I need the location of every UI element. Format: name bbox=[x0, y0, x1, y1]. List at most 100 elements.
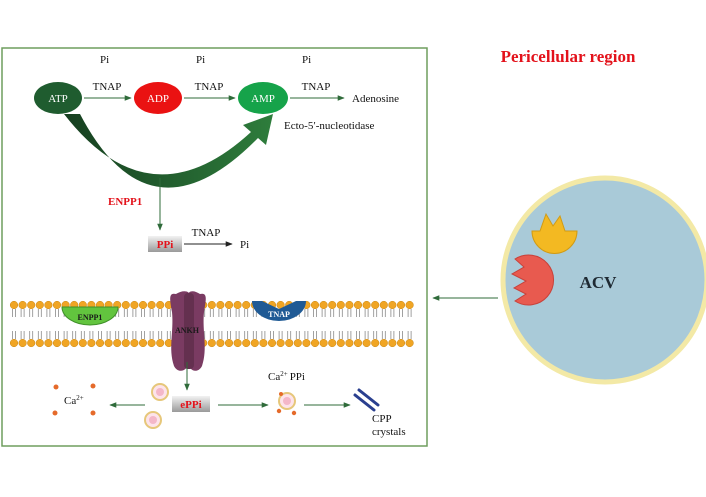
atp-label: ATP bbox=[48, 93, 68, 105]
lipid-head bbox=[405, 338, 414, 348]
eppi-box bbox=[172, 396, 210, 412]
ankh-label: ANKH bbox=[175, 326, 200, 335]
lipid-head bbox=[328, 338, 337, 348]
lipid-head bbox=[216, 338, 225, 348]
lipid-head bbox=[224, 300, 234, 310]
enpp1-protein-label: ENPP1 bbox=[78, 313, 103, 322]
lipid-head bbox=[233, 300, 242, 310]
lipid-head bbox=[336, 338, 345, 348]
pi-label-1: Pi bbox=[100, 54, 109, 66]
cpp-label-line2: crystals bbox=[372, 426, 406, 438]
amp-node bbox=[238, 82, 288, 114]
lipid-head bbox=[224, 338, 234, 348]
pi-label-3: Pi bbox=[302, 54, 311, 66]
tnap-label-2: TNAP bbox=[195, 81, 224, 93]
cpp-crystals-icon bbox=[353, 388, 380, 412]
lipid-head bbox=[388, 300, 397, 310]
atp-node bbox=[34, 82, 82, 114]
lipid-head bbox=[353, 300, 363, 310]
ca-ppi-label: Ca2+PPi bbox=[268, 370, 305, 383]
matrix-vesicles bbox=[144, 383, 169, 429]
enpp1-protein bbox=[61, 306, 119, 326]
lipid-head bbox=[121, 338, 130, 348]
lipid-head bbox=[9, 300, 19, 310]
tnap-label-3: TNAP bbox=[302, 81, 331, 93]
lipid-head bbox=[216, 300, 225, 310]
lipid-head bbox=[345, 300, 354, 310]
lipid-head bbox=[319, 338, 328, 348]
lipid-head bbox=[242, 338, 251, 348]
lipid-head bbox=[336, 300, 345, 310]
lipid-head bbox=[207, 338, 216, 348]
calcium-ions bbox=[52, 383, 96, 416]
tnap-label-1: TNAP bbox=[93, 81, 122, 93]
ppi-box bbox=[148, 236, 182, 252]
acv-label: ACV bbox=[580, 273, 618, 292]
lipid-head bbox=[242, 300, 251, 310]
lipid-head bbox=[156, 338, 165, 348]
lipid-head bbox=[345, 338, 354, 348]
lipid-head bbox=[138, 300, 148, 310]
ca-ppi-text: PPi bbox=[290, 371, 305, 383]
lipid-head bbox=[250, 338, 259, 348]
calcium-label: Ca2+ bbox=[64, 394, 84, 407]
tnap-protein bbox=[252, 301, 306, 321]
ca-ppi-charge: 2+ bbox=[280, 370, 288, 378]
adp-node bbox=[134, 82, 182, 114]
lipid-head bbox=[379, 300, 388, 310]
lipid-head bbox=[70, 338, 79, 348]
lipid-head bbox=[328, 300, 337, 310]
cpp-label-line1: CPP bbox=[372, 413, 392, 425]
lipid-head bbox=[147, 338, 156, 348]
lipid-head bbox=[27, 338, 36, 348]
lipid-head bbox=[379, 338, 388, 348]
lipid-head bbox=[267, 338, 277, 348]
lipid-head bbox=[156, 300, 165, 310]
ca-ppi-vesicle bbox=[276, 392, 297, 416]
lipid-head bbox=[18, 338, 27, 348]
lipid-head bbox=[207, 300, 216, 310]
ca-ppi-calcium: Ca bbox=[268, 371, 280, 383]
lipid-head bbox=[87, 338, 96, 348]
lipid-head bbox=[353, 338, 363, 348]
lipid-head bbox=[396, 300, 406, 310]
pericellular-region-title: Pericellular region bbox=[501, 47, 636, 66]
adenosine-label: Adenosine bbox=[352, 93, 399, 105]
pi-product-label: Pi bbox=[240, 239, 249, 251]
lipid-head bbox=[396, 338, 406, 348]
lipid-head bbox=[147, 300, 156, 310]
lipid-head bbox=[362, 300, 371, 310]
lipid-head bbox=[35, 338, 44, 348]
lipid-head bbox=[233, 338, 242, 348]
calcium-charge: 2+ bbox=[76, 394, 84, 402]
lipid-head bbox=[130, 300, 139, 310]
lipid-head bbox=[18, 300, 27, 310]
adp-label: ADP bbox=[147, 93, 169, 105]
lipid-head bbox=[276, 338, 285, 348]
lipid-head bbox=[310, 300, 320, 310]
ppi-label: PPi bbox=[157, 239, 174, 251]
eppi-label: ePPi bbox=[180, 399, 201, 411]
lipid-head bbox=[95, 338, 105, 348]
lipid-head bbox=[121, 300, 130, 310]
lipid-head bbox=[61, 338, 70, 348]
lipid-head bbox=[130, 338, 139, 348]
amp-label: AMP bbox=[251, 93, 275, 105]
lipid-head bbox=[405, 300, 414, 310]
lipid-head bbox=[9, 338, 19, 348]
atp-to-amp-curved-arrow bbox=[64, 114, 273, 188]
ecto-nucleotidase-label: Ecto-5′-nucleotidase bbox=[284, 120, 374, 132]
lipid-head bbox=[371, 300, 380, 310]
acv-enzyme-red bbox=[510, 254, 555, 306]
pi-label-2: Pi bbox=[196, 54, 205, 66]
lipid-head bbox=[293, 338, 302, 348]
lipid-head bbox=[78, 338, 87, 348]
lipid-head bbox=[44, 300, 53, 310]
lipid-head bbox=[319, 300, 328, 310]
lipid-head bbox=[310, 338, 320, 348]
lipid-head bbox=[52, 300, 62, 310]
tnap-label-4: TNAP bbox=[192, 227, 221, 239]
lipid-head bbox=[113, 338, 122, 348]
ankh-channel bbox=[170, 291, 206, 371]
lipid-head bbox=[302, 338, 311, 348]
